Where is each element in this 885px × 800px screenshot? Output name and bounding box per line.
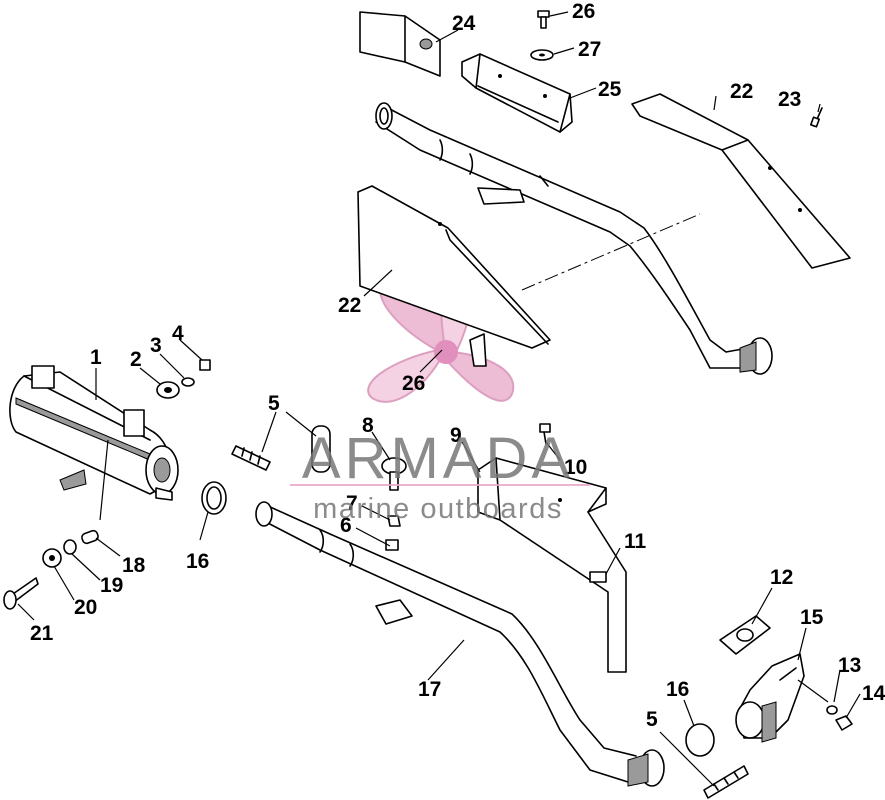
callout-19: 19: [100, 574, 123, 597]
gasket-16-upper: [201, 481, 227, 515]
callout-9: 9: [450, 424, 462, 447]
callout-20: 20: [74, 596, 97, 619]
spring-5-lower: [703, 765, 749, 799]
muffler-assembly: [3, 359, 211, 610]
o-ring-19: [63, 539, 77, 555]
heat-shield-22-right: [631, 93, 851, 269]
callout-10: 10: [564, 456, 587, 479]
bolt-26-top: [537, 10, 550, 29]
watermark-divider: [290, 484, 590, 486]
nut-4: [199, 359, 211, 371]
gasket-12: [719, 615, 771, 655]
nut-2: [156, 381, 180, 399]
heat-shield-22-left: [357, 185, 551, 349]
nut-6: [385, 539, 399, 551]
callout-23: 23: [778, 88, 801, 111]
upper-exhaust-pipe: [375, 121, 741, 369]
callout-6: 6: [340, 514, 352, 537]
bolt-21: [3, 577, 39, 610]
lower-exhaust-pipe-17: [261, 519, 629, 783]
callout-numbers: 1 2 3 4 5 5 6 7 8 9 10 11 12 13 14 15 16…: [30, 0, 885, 731]
upper-exhaust-assembly: [357, 10, 851, 375]
grommet-8: [381, 457, 407, 491]
callout-22-left: 22: [338, 294, 361, 317]
callout-25: 25: [598, 78, 622, 101]
gasket-16-lower: [685, 723, 715, 757]
callout-26-middle: 26: [402, 372, 425, 395]
callout-16-lower: 16: [666, 678, 689, 701]
spacer-18: [81, 529, 99, 545]
bracket-25: [461, 53, 573, 133]
watermark-brand: ARMADA: [302, 426, 574, 491]
callout-27: 27: [578, 38, 601, 61]
callout-11: 11: [624, 530, 647, 553]
nut-14: [835, 715, 853, 731]
callout-13: 13: [838, 654, 861, 677]
callout-14: 14: [862, 682, 885, 705]
callout-17: 17: [418, 678, 441, 701]
lockwasher-3: [181, 377, 195, 387]
callout-2: 2: [130, 348, 142, 371]
screw-23: [810, 107, 823, 128]
bolt-11: [589, 571, 607, 583]
nut-20: [42, 548, 62, 568]
callout-26-top: 26: [572, 0, 595, 23]
callout-21: 21: [30, 622, 54, 645]
callout-5-upper: 5: [268, 392, 280, 415]
callout-12: 12: [770, 566, 793, 589]
callout-22-right: 22: [730, 80, 753, 103]
callout-7: 7: [346, 492, 358, 515]
watermark: ARMADA marine outboards: [290, 426, 590, 525]
callout-5-lower: 5: [646, 708, 658, 731]
callout-4: 4: [172, 322, 184, 345]
spring-5-upper: [231, 445, 271, 471]
callout-15: 15: [800, 606, 824, 629]
callout-18: 18: [122, 554, 146, 577]
middle-hardware: [201, 423, 627, 673]
callout-24: 24: [452, 12, 476, 35]
callout-3: 3: [150, 334, 162, 357]
bolt-10: [539, 423, 551, 445]
leader-lines: [17, 11, 861, 787]
callout-16-upper: 16: [186, 550, 209, 573]
callout-8: 8: [362, 414, 374, 437]
nut-7: [387, 515, 401, 527]
watermark-tagline: marine outboards: [313, 493, 563, 525]
lower-exhaust-assembly: [255, 501, 853, 799]
washer-13: [826, 705, 838, 715]
elbow-15: [735, 653, 805, 743]
callout-1: 1: [90, 346, 102, 369]
